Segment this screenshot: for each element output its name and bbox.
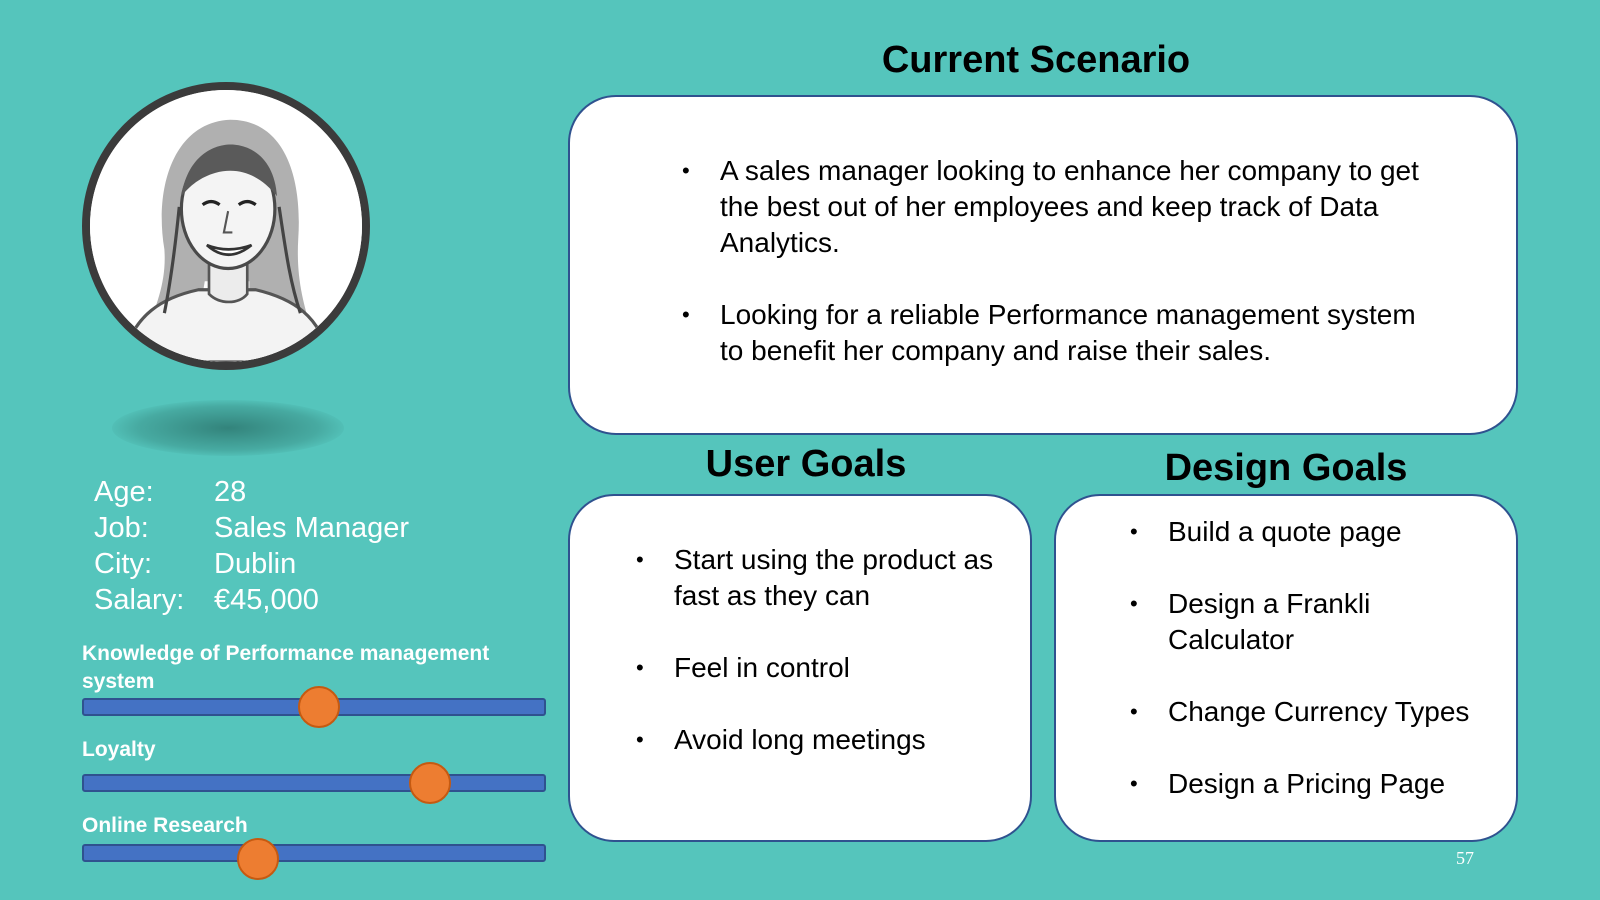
salary-label: Salary: <box>94 584 185 616</box>
user-goals-list: Start using the product as fast as they … <box>636 542 996 758</box>
list-item: Avoid long meetings <box>636 722 996 758</box>
list-item: Design a Frankli Calculator <box>1130 586 1500 658</box>
avatar-shadow <box>112 400 344 456</box>
job-label: Job: <box>94 512 149 544</box>
salary-value: €45,000 <box>214 584 319 616</box>
user-goals-title: User Goals <box>705 443 907 485</box>
current-scenario-list: A sales manager looking to enhance her c… <box>682 153 1442 369</box>
current-scenario-card: A sales manager looking to enhance her c… <box>568 95 1518 435</box>
loyalty-slider-track[interactable] <box>82 774 546 792</box>
loyalty-slider-label: Loyalty <box>82 738 156 761</box>
knowledge-slider-label: Knowledge of Performance management syst… <box>82 642 490 693</box>
list-item: Change Currency Types <box>1130 694 1500 730</box>
age-label: Age: <box>94 476 154 508</box>
online-research-slider-label: Online Research <box>82 814 248 837</box>
age-value: 28 <box>214 476 247 508</box>
list-item: Feel in control <box>636 650 996 686</box>
knowledge-slider-thumb[interactable] <box>297 686 340 728</box>
city-label: City: <box>94 548 152 580</box>
online-research-slider-track[interactable] <box>82 844 546 862</box>
loyalty-slider-thumb[interactable] <box>409 762 451 804</box>
persona-avatar <box>82 82 370 370</box>
list-item: Build a quote page <box>1130 514 1500 550</box>
list-item: A sales manager looking to enhance her c… <box>682 153 1442 261</box>
job-value: Sales Manager <box>214 512 410 544</box>
design-goals-card: Build a quote page Design a Frankli Calc… <box>1054 494 1518 842</box>
city-value: Dublin <box>214 548 297 580</box>
list-item: Looking for a reliable Performance manag… <box>682 297 1442 369</box>
design-goals-list: Build a quote page Design a Frankli Calc… <box>1130 514 1500 802</box>
page-number: 57 <box>1456 848 1474 868</box>
current-scenario-title: Current Scenario <box>881 39 1191 81</box>
user-goals-card: Start using the product as fast as they … <box>568 494 1032 842</box>
list-item: Design a Pricing Page <box>1130 766 1500 802</box>
user-portrait-sketch-icon <box>90 90 362 362</box>
online-research-slider-thumb[interactable] <box>237 838 280 880</box>
design-goals-title: Design Goals <box>1164 447 1408 489</box>
list-item: Start using the product as fast as they … <box>636 542 996 614</box>
